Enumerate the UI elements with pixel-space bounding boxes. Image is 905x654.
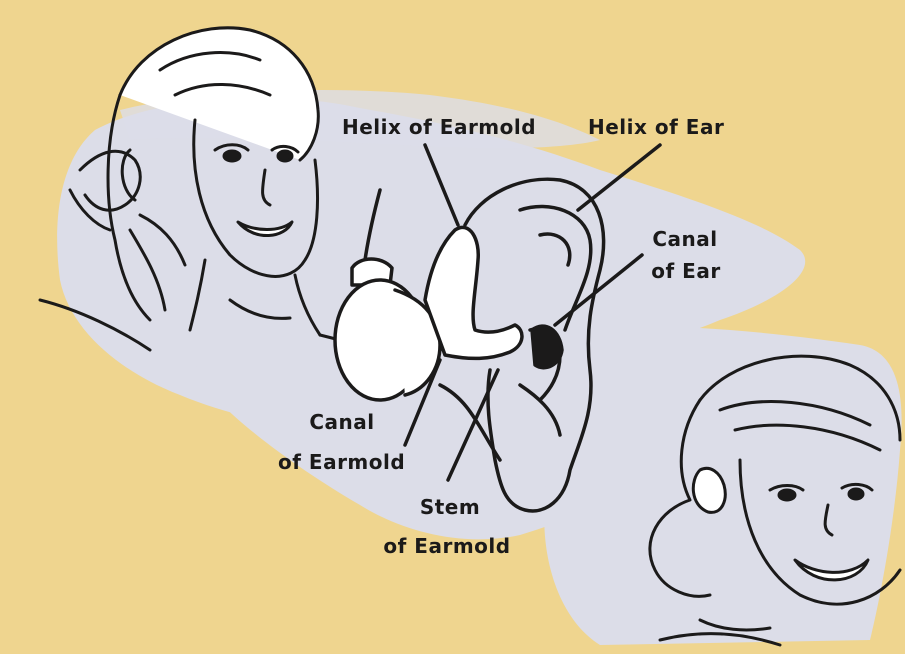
label-canal-of-earmold-line1: Canal [302, 411, 382, 434]
label-canal-of-ear-line2: of Ear [646, 260, 726, 283]
label-stem-of-earmold-line2: of Earmold [382, 535, 512, 558]
label-canal-of-ear-line1: Canal [650, 228, 720, 251]
label-canal-of-earmold-line2: of Earmold [278, 451, 403, 474]
label-helix-of-ear: Helix of Ear [588, 116, 724, 139]
label-stem-of-earmold-line1: Stem [415, 496, 485, 519]
background-swash [57, 90, 901, 645]
label-helix-of-earmold: Helix of Earmold [342, 116, 536, 139]
